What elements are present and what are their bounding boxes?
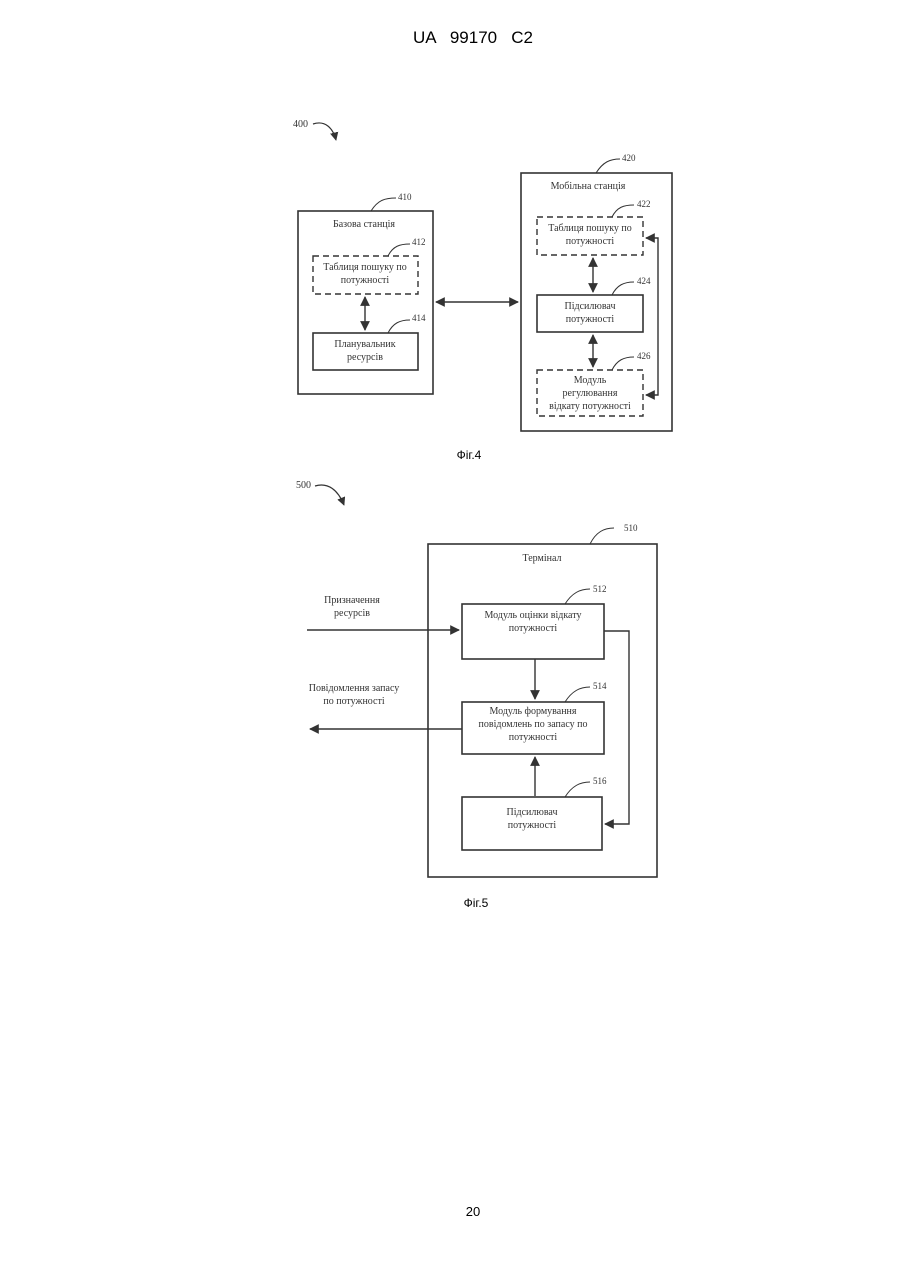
- ref-420: 420: [622, 153, 636, 163]
- base-station-title: Базова станція: [333, 219, 395, 230]
- page-number: 20: [466, 1204, 480, 1219]
- report-module-line3: потужності: [509, 732, 558, 743]
- input-label-line1: Призначення: [324, 595, 380, 606]
- ref-400-arrow: [313, 123, 336, 140]
- fig5-caption: Фіг.5: [464, 896, 489, 910]
- fig4-caption: Фіг.4: [457, 448, 482, 462]
- figure-4: 400 Базова станція 410 Таблиця пошуку по…: [293, 119, 672, 462]
- estimation-module-line2: потужності: [509, 623, 558, 634]
- ref-426: 426: [637, 351, 651, 361]
- patent-number: UA 99170 C2: [413, 28, 533, 47]
- ms-amplifier-line1: Підсилювач: [565, 301, 616, 312]
- ms-amplifier-line2: потужності: [566, 314, 615, 325]
- ref-500: 500: [296, 480, 311, 491]
- ref-500-arrow: [315, 485, 344, 505]
- ref-516: 516: [593, 776, 607, 786]
- ref-512: 512: [593, 584, 607, 594]
- ref-400: 400: [293, 119, 308, 130]
- bs-lookup-table-line1: Таблиця пошуку по: [323, 262, 407, 273]
- ref-424: 424: [637, 276, 651, 286]
- ms-feedback-loop-arrow: [646, 238, 658, 395]
- terminal-title: Термінал: [523, 553, 562, 564]
- report-module-line1: Модуль формування: [489, 706, 576, 717]
- figure-5: 500 Термінал 510 Модуль оцінки відкату п…: [296, 480, 657, 910]
- estimation-module-line1: Модуль оцінки відкату: [485, 610, 582, 621]
- ms-backoff-line3: відкату потужності: [549, 401, 631, 412]
- scheduler-line1: Планувальник: [334, 339, 395, 350]
- ms-lookup-table-line2: потужності: [566, 236, 615, 247]
- input-label-line2: ресурсів: [334, 608, 370, 619]
- scheduler-line2: ресурсів: [347, 352, 383, 363]
- ms-lookup-table-line1: Таблиця пошуку по: [548, 223, 632, 234]
- terminal-amplifier-line2: потужності: [508, 820, 557, 831]
- ref-514: 514: [593, 681, 607, 691]
- ref-410: 410: [398, 192, 412, 202]
- ms-backoff-line2: регулювання: [563, 388, 618, 399]
- ref-414: 414: [412, 313, 426, 323]
- ref-412: 412: [412, 237, 426, 247]
- output-label-line1: Повідомлення запасу: [309, 683, 400, 694]
- terminal-amplifier-line1: Підсилювач: [507, 807, 558, 818]
- report-module-line2: повідомлень по запасу по: [479, 719, 588, 730]
- feedback-512-516-arrow: [604, 631, 629, 824]
- mobile-station-title: Мобільна станція: [551, 181, 626, 192]
- ms-backoff-line1: Модуль: [574, 375, 607, 386]
- ref-510: 510: [624, 523, 638, 533]
- bs-lookup-table-line2: потужності: [341, 275, 390, 286]
- output-label-line2: по потужності: [323, 696, 384, 707]
- ref-422: 422: [637, 199, 651, 209]
